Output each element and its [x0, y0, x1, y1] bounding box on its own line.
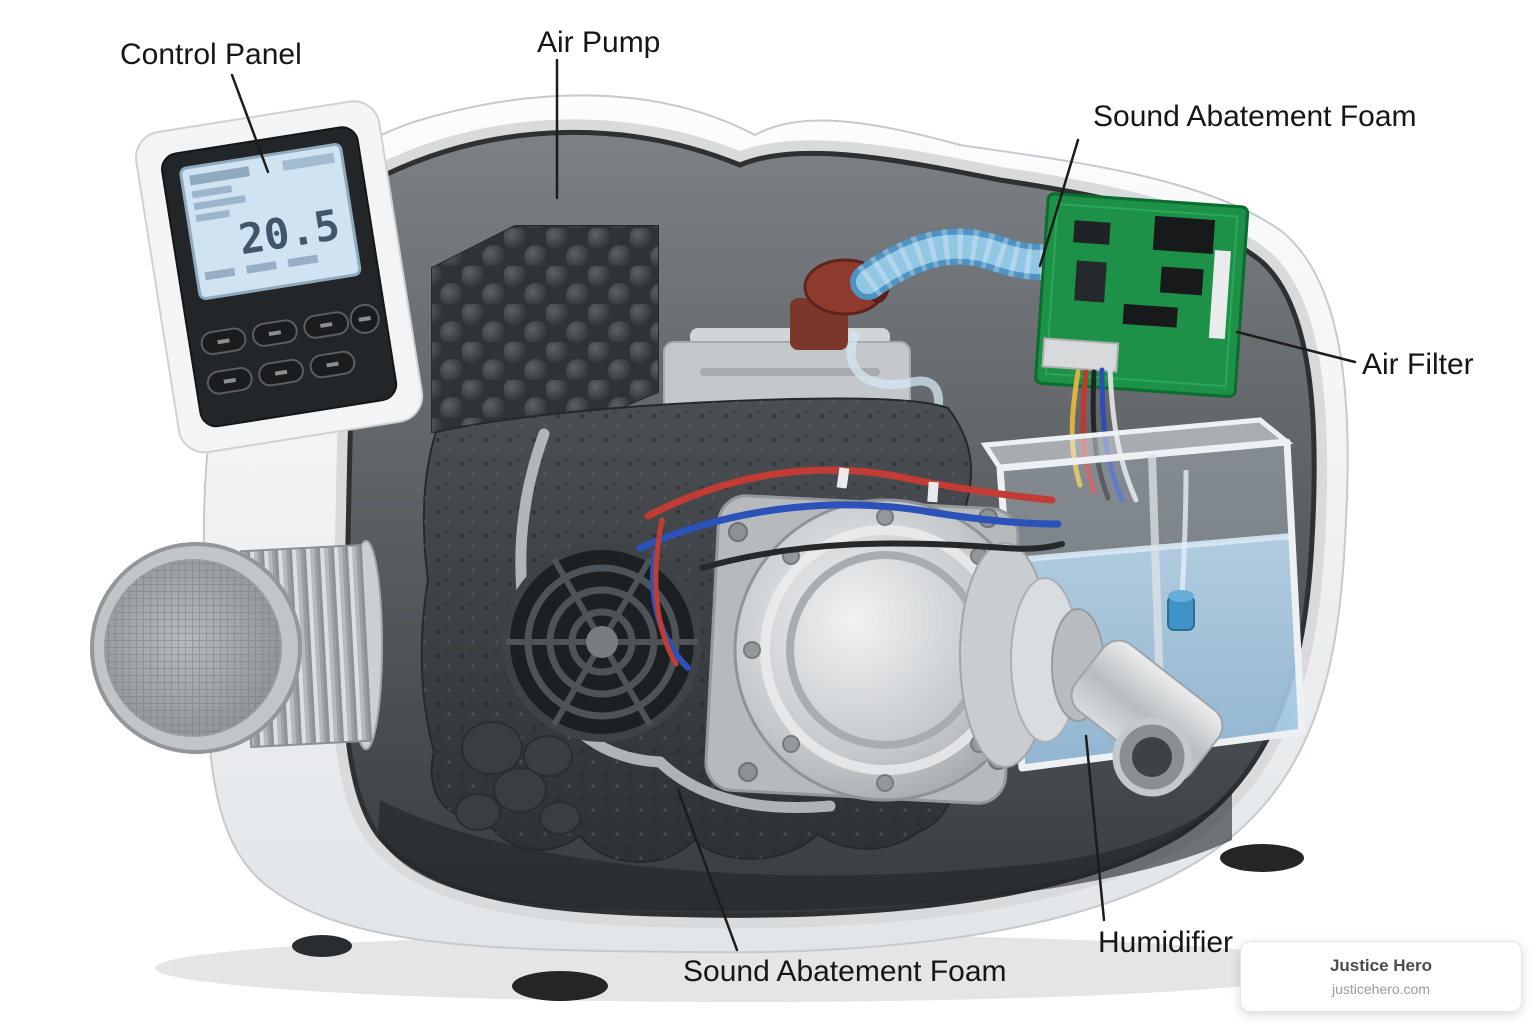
pcb-board [1034, 192, 1250, 398]
hose-bore [1132, 737, 1172, 777]
leader-sound-foam-bottom [676, 788, 739, 952]
device-shadow [155, 934, 1335, 1002]
foam-block-bumps [432, 226, 658, 432]
watermark-url: justicehero.com [1331, 981, 1431, 997]
fan-grille [502, 542, 702, 742]
leader-sound-foam-top [1038, 138, 1080, 268]
fan-hub [586, 626, 618, 658]
rubber-foot-right [1220, 844, 1304, 872]
tank-inner-tube [1179, 469, 1189, 597]
label-sound-foam-top: Sound Abatement Foam [1093, 100, 1417, 133]
rubber-foot-left [512, 971, 608, 1001]
label-control-panel: Control Panel [120, 38, 302, 71]
outlet-mesh-grid [105, 560, 281, 736]
pump-vent-slot [700, 368, 880, 376]
leader-lines [230, 58, 1357, 952]
tank-float-valve [1167, 590, 1195, 631]
label-air-filter: Air Filter [1362, 348, 1474, 381]
panel-button-glyphs [217, 315, 371, 384]
rubber-foot-back [292, 935, 352, 957]
lcd-status-bars [189, 152, 335, 281]
leader-air-filter [1235, 330, 1357, 364]
foam-chunks [455, 721, 581, 835]
label-humidifier: Humidifier [1098, 926, 1233, 959]
zip-tie-1 [836, 467, 850, 489]
label-sound-foam-bottom: Sound Abatement Foam [683, 955, 1007, 988]
leader-humidifier [1084, 734, 1106, 922]
air-pump-motor [704, 494, 1224, 805]
interior-floor-shadow [378, 790, 1232, 912]
control-panel: 20.5 [135, 100, 424, 454]
pcb-chips [1073, 215, 1216, 328]
wire-harness [636, 466, 1065, 671]
pcb-connector [1041, 337, 1120, 373]
label-air-pump: Air Pump [537, 26, 660, 59]
watermark-title: Justice Hero [1329, 956, 1433, 975]
pcb-white-label [1208, 250, 1231, 340]
diagram-labels: Control Panel Air Pump Sound Abatement F… [120, 26, 1474, 988]
watermark-card: Justice Hero justicehero.com [1240, 941, 1522, 1012]
zip-tie-2 [927, 481, 939, 503]
air-outlet [90, 540, 383, 754]
eggcrate-foam-block [431, 225, 659, 433]
leader-control-panel [230, 73, 270, 174]
pcb-trace-border [1044, 202, 1239, 388]
